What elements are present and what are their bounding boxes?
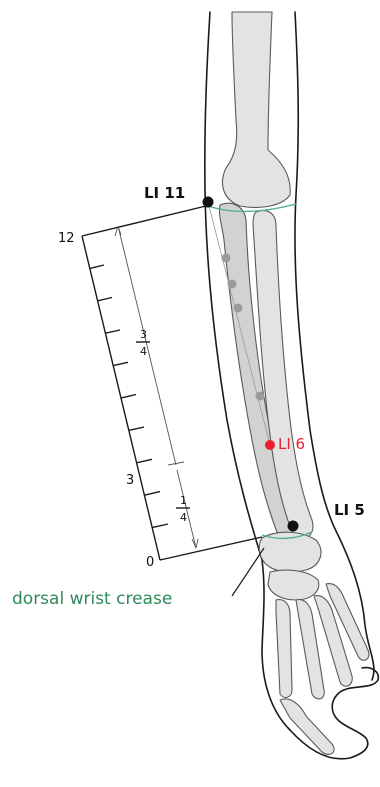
crease-label: dorsal wrist crease (12, 589, 172, 609)
frac-lower-num: 1 (180, 494, 187, 507)
frac-lower-den: 4 (180, 511, 187, 524)
metacarpal-1 (276, 600, 292, 698)
ruler-label-0: 0 (146, 555, 154, 570)
ruler-label-3: 3 (126, 473, 134, 488)
frac-upper-den: 4 (140, 345, 147, 358)
humerus-bone (222, 12, 290, 208)
li6-point (265, 440, 275, 450)
dim-upper-line (118, 226, 176, 465)
li5-point (288, 521, 299, 532)
carpal-row-2 (268, 570, 319, 600)
li11-label: LI 11 (144, 184, 185, 202)
ruler-ticks (90, 265, 168, 528)
ruler-top-leader (82, 206, 206, 236)
li5-label: LI 5 (334, 501, 365, 519)
ruler-label-12: 12 (58, 231, 75, 246)
li6-label: LI 6 (278, 435, 305, 453)
frac-upper-num: 3 (140, 328, 147, 341)
ruler-bottom-leader (160, 537, 262, 560)
crease-leader (232, 548, 264, 596)
dim-lower-line (177, 470, 196, 548)
